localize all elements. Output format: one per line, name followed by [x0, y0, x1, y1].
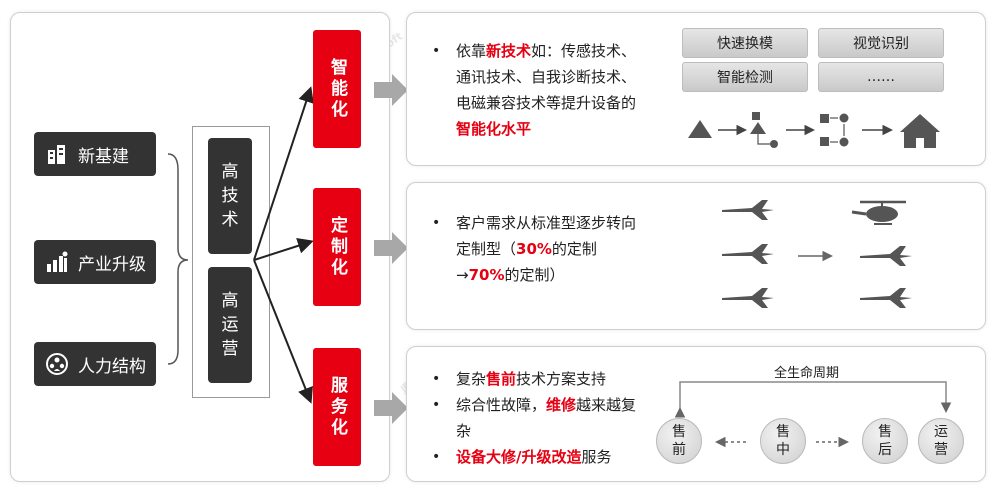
- direction-intelligent: 智能化: [313, 30, 361, 148]
- tag-quick-die-change: 快速换模: [682, 28, 808, 58]
- people-network-icon: [44, 351, 70, 377]
- chevron-arrow-icon: [374, 74, 408, 106]
- chevron-arrow-icon: [374, 392, 408, 424]
- stage-insales: 售中: [760, 418, 806, 464]
- driver-label: 新基建: [78, 146, 129, 167]
- process-flow-icon: [688, 112, 940, 148]
- tag-vision-recognition: 视觉识别: [818, 28, 944, 58]
- lifecycle-label: 全生命周期: [774, 366, 840, 381]
- driver-industry-upgrade: 产业升级: [34, 240, 156, 284]
- stage-aftersales: 售后: [862, 418, 908, 464]
- char: 高: [221, 162, 239, 182]
- char: 高: [221, 291, 239, 311]
- char: 技: [221, 186, 239, 206]
- direction-service: 服务化: [313, 348, 361, 466]
- char: 运: [221, 315, 239, 335]
- aircraft-customization-icon: [722, 200, 912, 308]
- driver-labor-structure: 人力结构: [34, 342, 156, 386]
- lifecycle-connectors: [674, 381, 952, 448]
- char: 术: [221, 210, 239, 230]
- service-item-maintenance: • 综合性故障，维修越来越复杂: [432, 396, 637, 440]
- stage-presales: 售前: [656, 418, 702, 464]
- high-technology-box: 高 技 术: [208, 138, 252, 254]
- chevron-arrow-icon: [374, 232, 408, 264]
- middle-group-frame: [192, 126, 270, 398]
- brace-connector: [167, 153, 189, 365]
- intelligent-description: • 依靠新技术如：传感技术、通讯技术、自我诊断技术、电磁兼容技术等提升设备的智能…: [432, 42, 637, 138]
- service-item-overhaul: • 设备大修/升级改造服务: [432, 448, 612, 466]
- building-icon: [44, 141, 70, 167]
- tag-smart-inspection: 智能检测: [682, 62, 808, 92]
- direction-customized: 定制化: [313, 188, 361, 306]
- growth-people-icon: [44, 249, 70, 275]
- customized-description: • 客户需求从标准型逐步转向定制型（30%的定制→70%的定制）: [432, 214, 637, 284]
- driver-label: 产业升级: [78, 254, 146, 275]
- stage-operation: 运营: [918, 418, 964, 464]
- tag-more: ……: [818, 62, 944, 92]
- char: 营: [221, 339, 239, 359]
- service-item-presales: • 复杂售前技术方案支持: [432, 370, 607, 388]
- direction-arrows: [253, 86, 314, 404]
- driver-new-infrastructure: 新基建: [34, 132, 156, 176]
- high-operation-box: 高 运 营: [208, 267, 252, 383]
- driver-label: 人力结构: [78, 356, 146, 377]
